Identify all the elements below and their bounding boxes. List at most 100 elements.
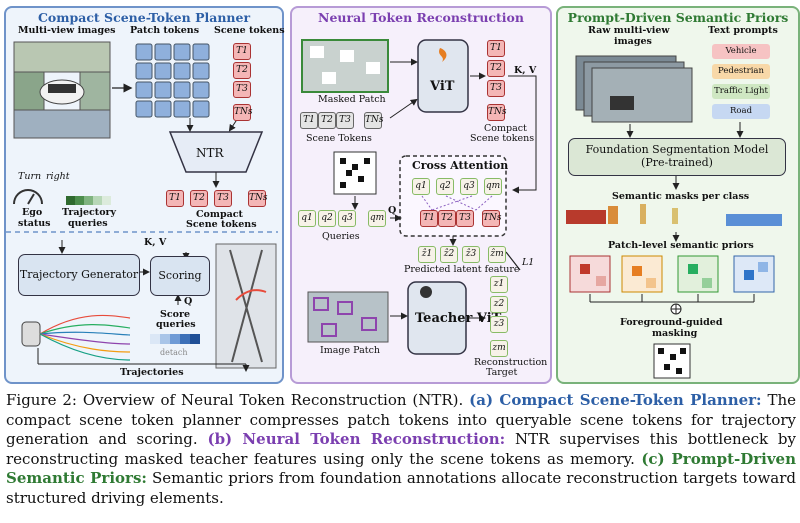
panel1-title: Compact Scene-Token Planner [37, 10, 251, 25]
compact-token: T3 [487, 80, 505, 97]
predicted-token: ẑ3 [462, 246, 480, 263]
score-queries-label2: queries [156, 319, 196, 330]
query-token: q3 [338, 210, 356, 227]
target-token: z2 [490, 296, 508, 313]
scene-token: T1 [420, 210, 438, 227]
foundation-label2: (Pre-trained) [641, 156, 713, 169]
predicted-token: ẑ1 [418, 246, 436, 263]
foundation-label: Foundation Segmentation Model [585, 143, 769, 157]
scene-token: T2 [438, 210, 456, 227]
predicted-latent-label: Predicted latent feature [404, 264, 520, 275]
queries-label: Queries [322, 231, 360, 242]
masked-patch-label: Masked Patch [318, 94, 386, 105]
panel3-title: Prompt-Driven Semantic Priors [567, 10, 789, 25]
fg-label2: masking [652, 328, 698, 339]
ntr-block [168, 131, 264, 173]
compact-token: T3 [214, 190, 232, 207]
right-label: right [46, 171, 70, 182]
compact-token: TNs [248, 190, 268, 207]
query-token: q3 [460, 178, 478, 195]
teacher-vit-label: Teacher ViT [415, 311, 502, 326]
scene-token: T2 [233, 62, 251, 79]
queries-grid [333, 151, 377, 195]
ego-label: Ego [22, 207, 43, 218]
trajectories-label: Trajectories [120, 367, 184, 378]
patch-prior-grid-road [733, 255, 775, 293]
scene-token: TNs [233, 104, 253, 121]
compact-token: TNs [487, 104, 507, 121]
image-patch-label: Image Patch [320, 345, 381, 356]
query-token: qm [484, 178, 502, 195]
predicted-token: ẑm [488, 246, 506, 263]
cross-attention-label: Cross Attention [412, 159, 509, 172]
target-token: z3 [490, 316, 508, 333]
patch-token-grid [135, 43, 210, 118]
patch-priors-label: Patch-level semantic priors [608, 240, 754, 251]
text-prompts-label: Text prompts [708, 25, 778, 36]
trajectory-generator-block: Trajectory Generator [18, 254, 140, 296]
trajectory-queries-label2: queries [68, 218, 108, 229]
kv-label: K, V [144, 237, 167, 248]
scene-token: T2 [318, 112, 336, 129]
multiview-images [13, 41, 111, 139]
prompt-road: Road [712, 104, 770, 119]
prompt-vehicle: Vehicle [712, 44, 770, 59]
scene-token: T3 [336, 112, 354, 129]
target-token: zm [490, 340, 508, 357]
q-label: Q [388, 205, 397, 216]
reconstruction-label: Reconstruction [474, 357, 548, 368]
panel2-title: Neural Token Reconstruction [318, 10, 524, 25]
figure-caption: Figure 2: Overview of Neural Token Recon… [6, 391, 796, 508]
scene-token: T3 [233, 81, 251, 98]
fg-label: Foreground-guided [620, 317, 723, 328]
caption-a-text: The compact scene token planner compress… [6, 391, 797, 448]
caption-c-label: (c) Prompt-Driven Semantic Priors: [6, 449, 796, 488]
compact-scene-tokens-label: Scene tokens [186, 219, 257, 230]
scene-tokens-label: Scene Tokens [306, 133, 372, 144]
target-token: z1 [490, 276, 508, 293]
caption-b-label: (b) Neural Token Reconstruction: [207, 430, 506, 448]
masked-patch-image [301, 39, 389, 93]
panel1-graphics [6, 41, 278, 372]
compact-token: T1 [166, 190, 184, 207]
query-token: q1 [298, 210, 316, 227]
multiview-label: Multi-view images [18, 25, 116, 36]
scene-token: TNs [364, 112, 384, 129]
figure: Compact Scene-Token Planner Multi-view i… [4, 6, 800, 384]
query-token: q1 [412, 178, 430, 195]
compact-token: T2 [487, 60, 505, 77]
query-token: qm [368, 210, 386, 227]
vit-label: ViT [430, 79, 455, 94]
prompt-pedestrian: Pedestrian [712, 64, 770, 79]
raw-label: Raw multi-view [588, 25, 670, 36]
query-token: q2 [318, 210, 336, 227]
compact-scene-tokens-label: Scene tokens [470, 133, 535, 144]
query-token: q2 [436, 178, 454, 195]
compact-label: Compact [484, 123, 527, 134]
predicted-token: ẑ2 [440, 246, 458, 263]
image-patch [307, 291, 389, 343]
scene-tokens-label: Scene tokens [214, 25, 285, 36]
trajectory-queries-label: Trajectory [62, 207, 117, 218]
compact-token: T2 [190, 190, 208, 207]
vit-block [417, 39, 469, 113]
caption-lead: Figure 2: Overview of Neural Token Recon… [6, 391, 470, 409]
foreground-mask-grid [653, 343, 691, 379]
patch-prior-grid-traffic-light [677, 255, 719, 293]
panel3-graphics [566, 55, 782, 379]
ego-status-label: status [18, 218, 51, 229]
bev-scene-image [215, 243, 277, 369]
q-label: Q [184, 296, 193, 307]
detach-label: detach [160, 348, 188, 357]
raw-multiview-images [575, 55, 693, 123]
teacher-vit-block [407, 281, 467, 355]
ntr-label: NTR [196, 146, 224, 160]
semantic-masks-label: Semantic masks per class [612, 191, 750, 202]
foundation-model-block: Foundation Segmentation Model(Pre-traine… [568, 138, 786, 176]
patch-prior-grid-vehicle [569, 255, 611, 293]
scene-token: T3 [456, 210, 474, 227]
turn-label: Turn [18, 171, 42, 182]
kv-label: K, V [514, 65, 537, 76]
compact-label: Compact [196, 209, 243, 220]
compact-token: T1 [487, 40, 505, 57]
